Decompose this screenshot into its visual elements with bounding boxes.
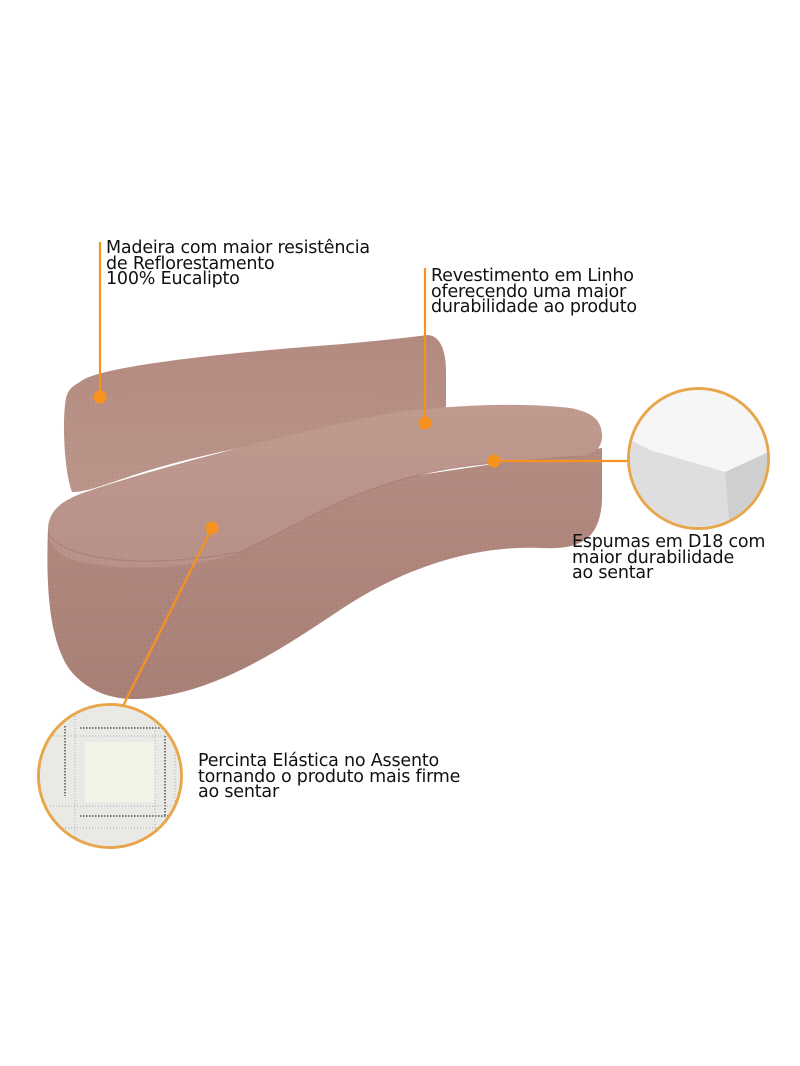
connector-dots	[93, 390, 501, 535]
callout-line: Madeira com maior resistência	[106, 238, 370, 258]
callout-madeira: Madeira com maior resistência de Reflore…	[106, 238, 370, 289]
callout-line: tornando o produto mais firme	[198, 766, 461, 787]
callout-line: Espumas em D18 com	[572, 532, 766, 552]
connector-percinta	[119, 527, 213, 713]
elastic-webbing-icon	[40, 706, 180, 846]
dot-percinta	[205, 521, 219, 535]
callout-line: durabilidade ao produto	[431, 297, 637, 317]
foam-detail-image	[627, 387, 770, 530]
callout-espumas: Espumas em D18 com maior durabilidade ao…	[572, 532, 766, 583]
sofa-seat	[47, 404, 602, 568]
callout-line: ao sentar	[198, 782, 279, 802]
dot-madeira	[93, 390, 107, 404]
callout-line: Revestimento em Linho	[431, 266, 634, 286]
connector-lines	[98, 242, 630, 713]
callout-line: maior durabilidade	[572, 547, 735, 568]
callout-line: ao sentar	[572, 563, 653, 583]
callout-line: oferecendo uma maior	[431, 281, 627, 302]
callout-revestimento: Revestimento em Linho oferecendo uma mai…	[431, 266, 637, 317]
callout-line: Percinta Elástica no Assento	[198, 751, 440, 771]
dot-revestimento	[418, 416, 432, 430]
elastic-webbing-detail-image	[37, 703, 183, 849]
callout-line: de Reflorestamento	[106, 253, 275, 274]
callout-percinta: Percinta Elástica no Assento tornando o …	[198, 751, 461, 802]
sofa-backrest	[64, 335, 446, 492]
callout-line: 100% Eucalipto	[106, 269, 240, 289]
dot-espumas	[487, 454, 501, 468]
foam-corner-icon	[630, 390, 767, 527]
